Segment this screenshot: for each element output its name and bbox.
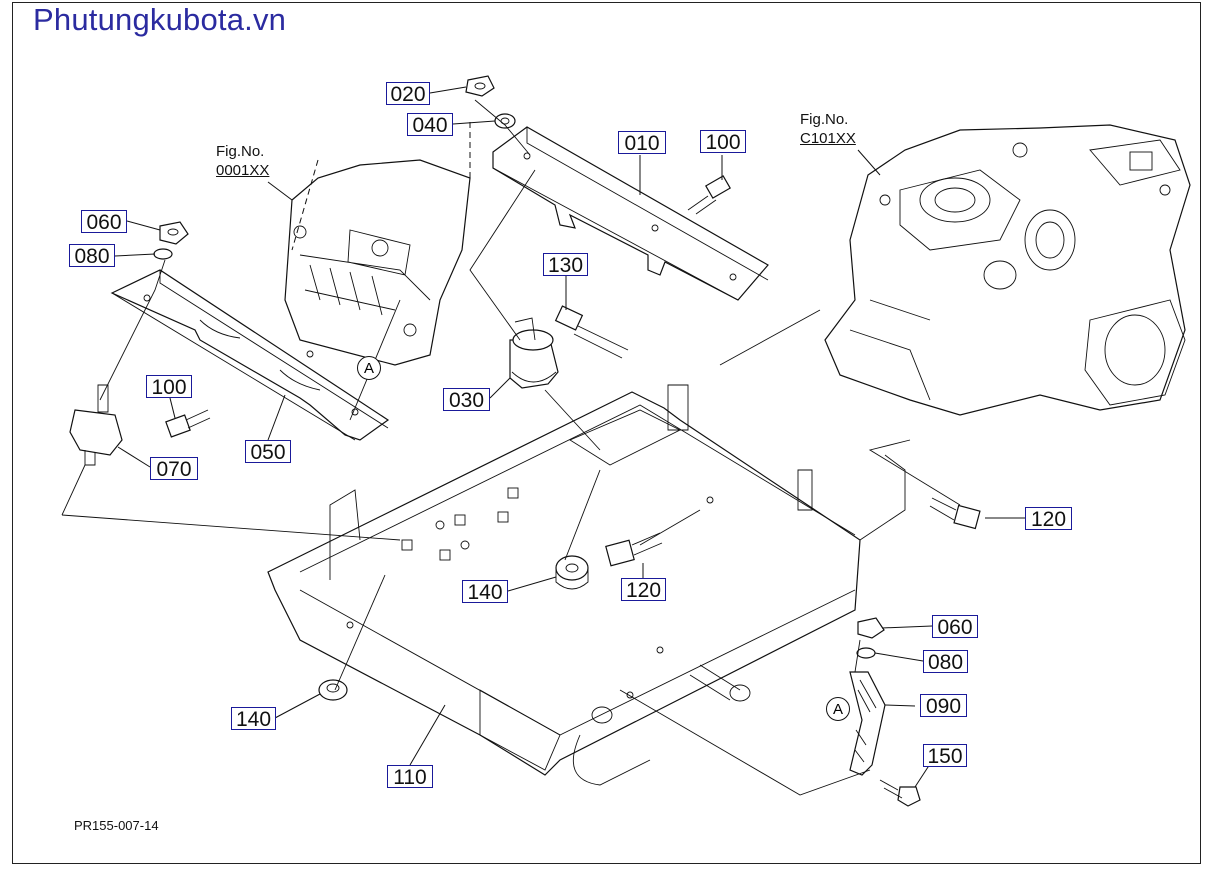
- part-label-120-center[interactable]: 120: [621, 578, 666, 602]
- part-label-110[interactable]: 110: [387, 765, 433, 789]
- part-label-040[interactable]: 040: [407, 113, 453, 137]
- nut-060-right-illustration: [857, 617, 885, 639]
- collar-140-lower-illustration: [318, 679, 348, 701]
- fig-ref-transmission[interactable]: Fig.No. C101XX: [800, 110, 856, 148]
- fig-ref-transmission-label: Fig.No.: [800, 111, 849, 128]
- nut-060-left-illustration: [159, 221, 189, 245]
- part-label-130[interactable]: 130: [543, 253, 588, 277]
- bolt-120-right-illustration: [929, 497, 981, 530]
- part-label-120-right[interactable]: 120: [1025, 507, 1072, 531]
- site-title: Phutungkubota.vn: [33, 2, 287, 37]
- ground-strap-090-illustration: [849, 671, 886, 776]
- leader-lines: [61, 86, 1025, 796]
- drawing-code: PR155-007-14: [74, 818, 159, 833]
- part-label-030[interactable]: 030: [443, 388, 490, 412]
- part-label-090[interactable]: 090: [920, 694, 967, 718]
- part-label-050[interactable]: 050: [245, 440, 291, 464]
- part-label-010[interactable]: 010: [618, 131, 666, 155]
- part-label-070[interactable]: 070: [150, 457, 198, 481]
- part-label-100-upper[interactable]: 100: [700, 130, 746, 154]
- bracket-010-illustration: [492, 126, 769, 301]
- part-label-020[interactable]: 020: [386, 82, 430, 106]
- part-label-140-lower[interactable]: 140: [231, 707, 276, 731]
- washer-080-left-illustration: [153, 248, 173, 260]
- part-label-080-left[interactable]: 080: [69, 244, 115, 268]
- bolt-100-lower-illustration: [165, 409, 211, 438]
- main-frame-110-illustration: [267, 384, 906, 786]
- part-label-060-right[interactable]: 060: [932, 615, 978, 639]
- callout-a-lower: A: [826, 697, 850, 721]
- rubber-mount-070-illustration: [69, 384, 123, 466]
- part-label-150[interactable]: 150: [923, 744, 967, 768]
- part-label-080-right[interactable]: 080: [923, 650, 968, 674]
- bolt-100-upper-illustration: [687, 175, 731, 215]
- collar-140-center-illustration: [555, 555, 589, 590]
- part-label-140-center[interactable]: 140: [462, 580, 508, 604]
- fig-ref-engine-code[interactable]: 0001XX: [216, 162, 270, 179]
- callout-a-upper: A: [357, 356, 381, 380]
- nut-020-illustration: [465, 75, 495, 97]
- fig-ref-transmission-code[interactable]: C101XX: [800, 130, 856, 147]
- part-label-100-lower[interactable]: 100: [146, 375, 192, 399]
- washer-080-right-illustration: [856, 647, 876, 659]
- part-label-060-left[interactable]: 060: [81, 210, 127, 234]
- engine-block-illustration: [284, 120, 471, 366]
- washer-040-illustration: [494, 113, 516, 129]
- bolt-150-illustration: [879, 779, 921, 807]
- bolt-130-illustration: [554, 305, 629, 359]
- bracket-050-illustration: [110, 269, 390, 441]
- drawing-frame: [12, 2, 1201, 864]
- rubber-mount-030-illustration: [509, 317, 559, 389]
- transmission-housing-illustration: [824, 124, 1191, 416]
- fig-ref-engine-label: Fig.No.: [216, 143, 265, 160]
- fig-ref-engine[interactable]: Fig.No. 0001XX: [216, 142, 269, 180]
- bolt-120-center-illustration: [605, 532, 663, 567]
